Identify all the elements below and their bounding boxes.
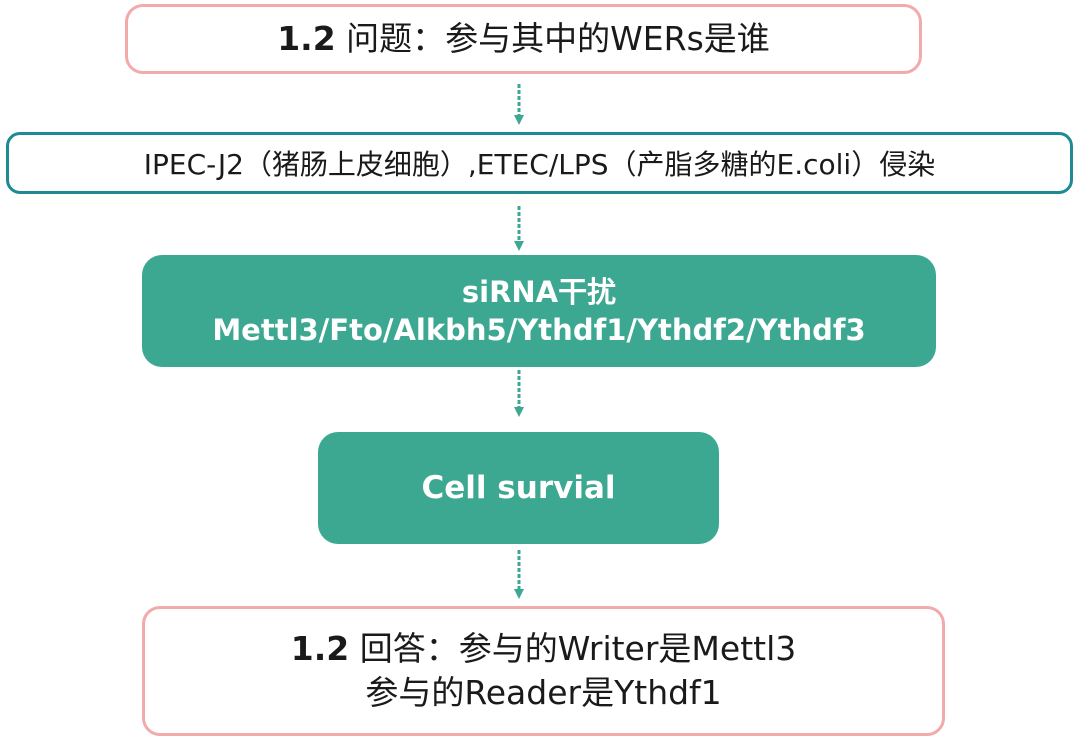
cell-survival-text: Cell survial <box>421 470 616 506</box>
answer-label: 回答：参与的Writer是Mettl3 <box>349 629 797 669</box>
answer-number: 1.2 <box>290 629 350 669</box>
question-label: 问题：参与其中的WERs是谁 <box>335 19 770 59</box>
condition-box: IPEC-J2（猪肠上皮细胞）,ETEC/LPS（产脂多糖的E.coli）侵染 <box>6 132 1073 194</box>
answer-line-2: 参与的Reader是Ythdf1 <box>365 673 722 712</box>
sirna-title: siRNA干扰 <box>461 274 617 309</box>
question-text: 1.2 问题：参与其中的WERs是谁 <box>277 17 770 61</box>
question-number: 1.2 <box>277 19 336 59</box>
sirna-box: siRNA干扰 Mettl3/Fto/Alkbh5/Ythdf1/Ythdf2/… <box>142 255 936 367</box>
question-box: 1.2 问题：参与其中的WERs是谁 <box>125 4 922 74</box>
sirna-targets: Mettl3/Fto/Alkbh5/Ythdf1/Ythdf2/Ythdf3 <box>212 313 866 347</box>
cell-survival-box: Cell survial <box>318 432 719 544</box>
answer-box: 1.2 回答：参与的Writer是Mettl3 参与的Reader是Ythdf1 <box>142 606 945 736</box>
answer-line-1: 1.2 回答：参与的Writer是Mettl3 <box>291 627 796 671</box>
condition-text: IPEC-J2（猪肠上皮细胞）,ETEC/LPS（产脂多糖的E.coli）侵染 <box>143 148 936 181</box>
